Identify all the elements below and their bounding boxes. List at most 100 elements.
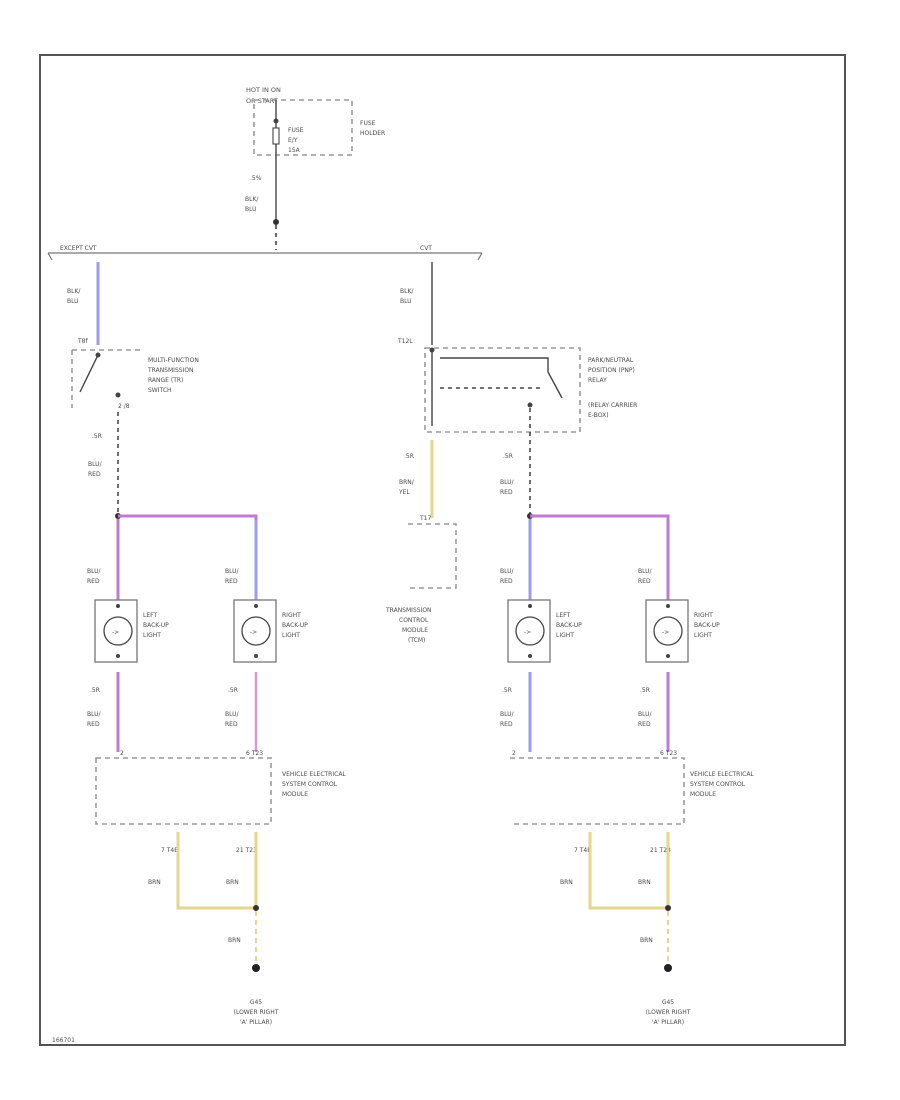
left-lower-r-color-2: RED (225, 721, 238, 728)
fuse-wire-gauge: .5% (250, 175, 262, 182)
right-lower-l-color: BLU/ (500, 711, 515, 718)
pnp-relay-label-5: E-BOX) (588, 412, 609, 419)
left-lower-r-gauge: .5R (228, 687, 238, 694)
left-gnd-wire-r: BRN (226, 879, 239, 886)
tr-switch-label-4: SWITCH (148, 387, 172, 394)
left-out-color-2: RED (88, 471, 101, 478)
svg-text:->: -> (662, 629, 669, 636)
right-ground-label-1: G45 (662, 999, 674, 1006)
svg-text:->: -> (250, 629, 257, 636)
tr-switch-label-1: MULTI-FUNCTION (148, 357, 199, 364)
left-lower-l-color: BLU/ (87, 711, 102, 718)
left-circuit: BLK/ BLU T8f 2 /8 MULTI-FUNCTION TRANSMI… (67, 262, 346, 1026)
tcm-wire-color: BRN/ (399, 479, 415, 486)
left-vesc-module (95, 757, 272, 825)
tcm-label-3: MODULE (402, 627, 428, 634)
left-gnd-wire-b: BRN (228, 937, 241, 944)
right-module-label-1: VEHICLE ELECTRICAL (690, 771, 754, 778)
pnp-relay-label-4: (RELAY CARRIER (588, 402, 637, 409)
right-ground-wire (588, 832, 668, 910)
right-gnd-pin-l: 7 T4B (574, 847, 591, 854)
left-lower-l-color-2: RED (87, 721, 100, 728)
lamp-label-3: LIGHT (694, 632, 712, 639)
fuse-holder-label-2: HOLDER (360, 130, 385, 137)
left-module-label-1: VEHICLE ELECTRICAL (282, 771, 346, 778)
pnp-relay-pin: T12L (397, 338, 413, 345)
tcm-wire-color-2: YEL (398, 489, 410, 496)
pnp-relay-box (424, 347, 581, 433)
left-module-label-2: SYSTEM CONTROL (282, 781, 338, 788)
left-lamp-r-color: BLU/ (225, 568, 240, 575)
left-out-color: BLU/ (88, 461, 103, 468)
tr-switch-label-3: RANGE (TR) (148, 377, 183, 384)
right-module-pin-r: 6 T23 (660, 750, 677, 757)
split-bus: EXCEPT CVT CVT (47, 245, 483, 261)
cvt-label: CVT (420, 245, 432, 252)
right-gnd-wire-b: BRN (640, 937, 653, 944)
left-feed-color-2: BLU (67, 298, 79, 305)
left-feed-color: BLK/ (67, 288, 81, 295)
right-lamp-l-color: BLU/ (500, 568, 515, 575)
tcm-box (408, 523, 457, 589)
fuse-label: FUSE (288, 127, 304, 134)
right-vesc-module (510, 757, 685, 825)
left-backup-lamp-r: -> RIGHT BACK-UP LIGHT (233, 599, 308, 663)
pnp-relay-label-3: RELAY (588, 377, 607, 384)
right-circuit: BLK/ BLU T12L PARK/NEUTRAL POSITION (PNP… (385, 262, 754, 1026)
lamp-label-2: BACK-UP (282, 622, 308, 629)
right-lower-r-color-2: RED (638, 721, 651, 728)
right-out-gauge: .5R (503, 453, 513, 460)
tcm-label-1: TRANSMISSION (385, 607, 432, 614)
left-ground-label-2: (LOWER RIGHT (234, 1009, 279, 1016)
left-gnd-pin-l: 7 T4B (161, 847, 178, 854)
right-lamp-r-color-2: RED (638, 578, 651, 585)
right-ground-point (664, 964, 672, 972)
left-module-pin-r: 6 T23 (246, 750, 263, 757)
left-ground-label-1: G45 (250, 999, 262, 1006)
svg-text:->: -> (112, 629, 119, 636)
right-lower-l-color-2: RED (500, 721, 513, 728)
lamp-label-3: LIGHT (556, 632, 574, 639)
left-module-pin-l: 2 (120, 750, 124, 757)
right-module-pin-l: 2 (512, 750, 516, 757)
lamp-label: RIGHT (694, 612, 713, 619)
footer-code: 166701 (52, 1037, 75, 1044)
lamp-label-2: BACK-UP (143, 622, 169, 629)
left-backup-lamp-l: -> LEFT BACK-UP LIGHT (94, 599, 169, 663)
tr-switch-box (71, 349, 140, 408)
pnp-relay-label-2: POSITION (PNP) (588, 367, 635, 374)
right-lamp-l-color-2: RED (500, 578, 513, 585)
right-branch-wire (530, 514, 670, 600)
right-out-color-2: RED (500, 489, 513, 496)
tr-switch-pin-bottom: 2 /8 (118, 403, 130, 410)
left-ground-point (252, 964, 260, 972)
except-cvt-label: EXCEPT CVT (60, 245, 97, 252)
tcm-label-4: (TCM) (408, 637, 425, 644)
left-out-gauge: .5R (92, 433, 102, 440)
hot-bus-label: HOT IN ON (246, 86, 281, 94)
tr-switch-label-2: TRANSMISSION (147, 367, 194, 374)
right-backup-lamp-l: -> LEFT BACK-UP LIGHT (507, 599, 582, 663)
lamp-label-2: BACK-UP (694, 622, 720, 629)
left-lamp-r-color-2: RED (225, 578, 238, 585)
fuse-wire-color: BLK/ (245, 196, 259, 203)
tcm-label-2: CONTROL (399, 617, 429, 624)
left-branch-wire (118, 514, 258, 600)
right-lamp-r-color: BLU/ (638, 568, 653, 575)
right-ground-label-3: 'A' PILLAR) (652, 1019, 684, 1026)
right-gnd-wire-r: BRN (638, 879, 651, 886)
svg-text:->: -> (524, 629, 531, 636)
right-lower-l-gauge: .5R (502, 687, 512, 694)
fuse-section: HOT IN ON OR START FUSE E/Y 15A FUSE HOL… (245, 86, 385, 250)
tcm-pin: T17 (419, 515, 431, 522)
right-lower-r-gauge: .5R (640, 687, 650, 694)
right-module-label-2: SYSTEM CONTROL (690, 781, 746, 788)
lamp-label-2: BACK-UP (556, 622, 582, 629)
right-lower-r-color: BLU/ (638, 711, 653, 718)
lamp-label: LEFT (556, 612, 570, 619)
fuse-wire-color-2: BLU (245, 206, 257, 213)
left-ground-wire (176, 832, 256, 910)
left-lower-l-gauge: .5R (90, 687, 100, 694)
right-ground-label-2: (LOWER RIGHT (646, 1009, 691, 1016)
